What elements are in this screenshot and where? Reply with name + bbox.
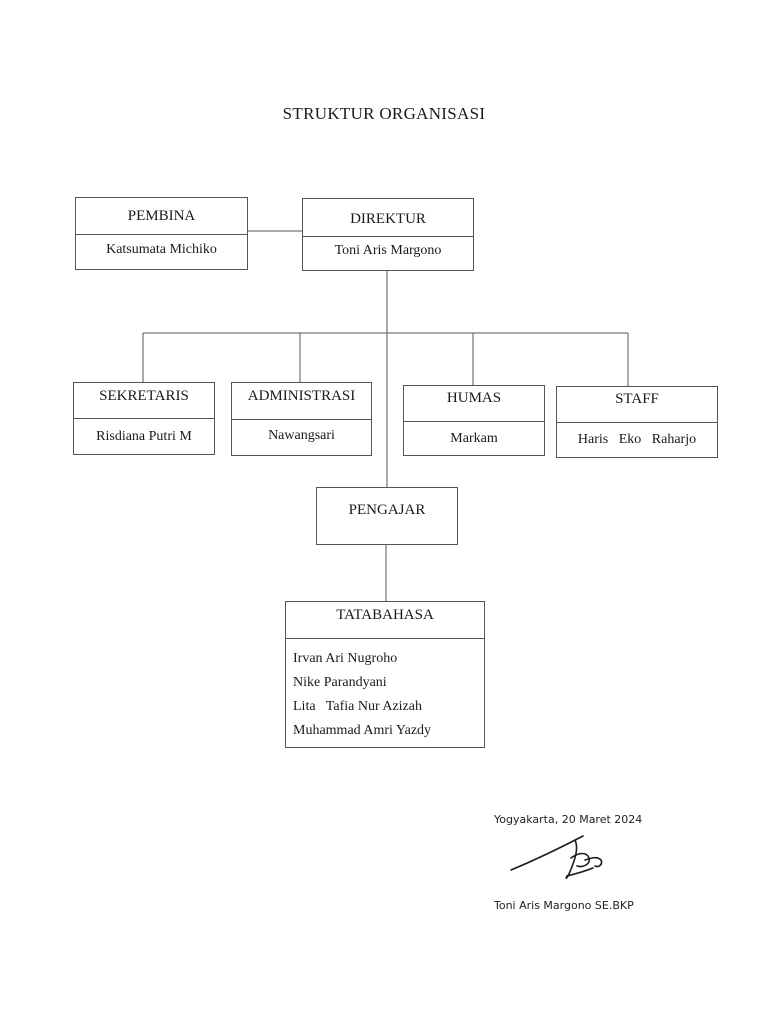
direktur-box: DIREKTUR Toni Aris Margono [302,198,474,271]
tatabahasa-members: Irvan Ari Nugroho Nike Parandyani Lita T… [286,639,484,743]
humas-role: HUMAS [404,386,544,422]
administrasi-name: Nawangsari [268,428,335,443]
list-item: Irvan Ari Nugroho [293,651,398,666]
signature-image [510,835,603,879]
direktur-name: Toni Aris Margono [334,243,442,258]
administrasi-box: ADMINISTRASI Nawangsari [231,382,372,456]
pengajar-box: PENGAJAR [316,487,458,545]
page-title: STRUKTUR ORGANISASI [282,104,486,123]
direktur-role: DIREKTUR [303,199,473,237]
staff-name: Haris Eko Raharjo [577,432,697,447]
administrasi-role: ADMINISTRASI [232,383,371,420]
tatabahasa-box: TATABAHASA Irvan Ari Nugroho Nike Parand… [285,601,485,748]
staff-role: STAFF [557,387,717,423]
sekretaris-role: SEKRETARIS [74,383,214,419]
pembina-box: PEMBINA Katsumata Michiko [75,197,248,270]
pembina-role: PEMBINA [76,198,247,235]
sekretaris-name: Risdiana Putri M [96,429,192,444]
list-item: Muhammad Amri Yazdy [293,723,432,738]
signature-place-date: Yogyakarta, 20 Maret 2024 [494,813,643,826]
pembina-name: Katsumata Michiko [106,242,217,257]
staff-box: STAFF Haris Eko Raharjo [556,386,718,458]
humas-name: Markam [450,431,498,446]
sekretaris-box: SEKRETARIS Risdiana Putri M [73,382,215,455]
signature-name: Toni Aris Margono SE.BKP [494,899,634,912]
list-item: Lita Tafia Nur Azizah [293,699,422,714]
list-item: Nike Parandyani [293,675,387,690]
tatabahasa-role: TATABAHASA [286,602,484,639]
pengajar-role: PENGAJAR [348,502,426,518]
humas-box: HUMAS Markam [403,385,545,456]
